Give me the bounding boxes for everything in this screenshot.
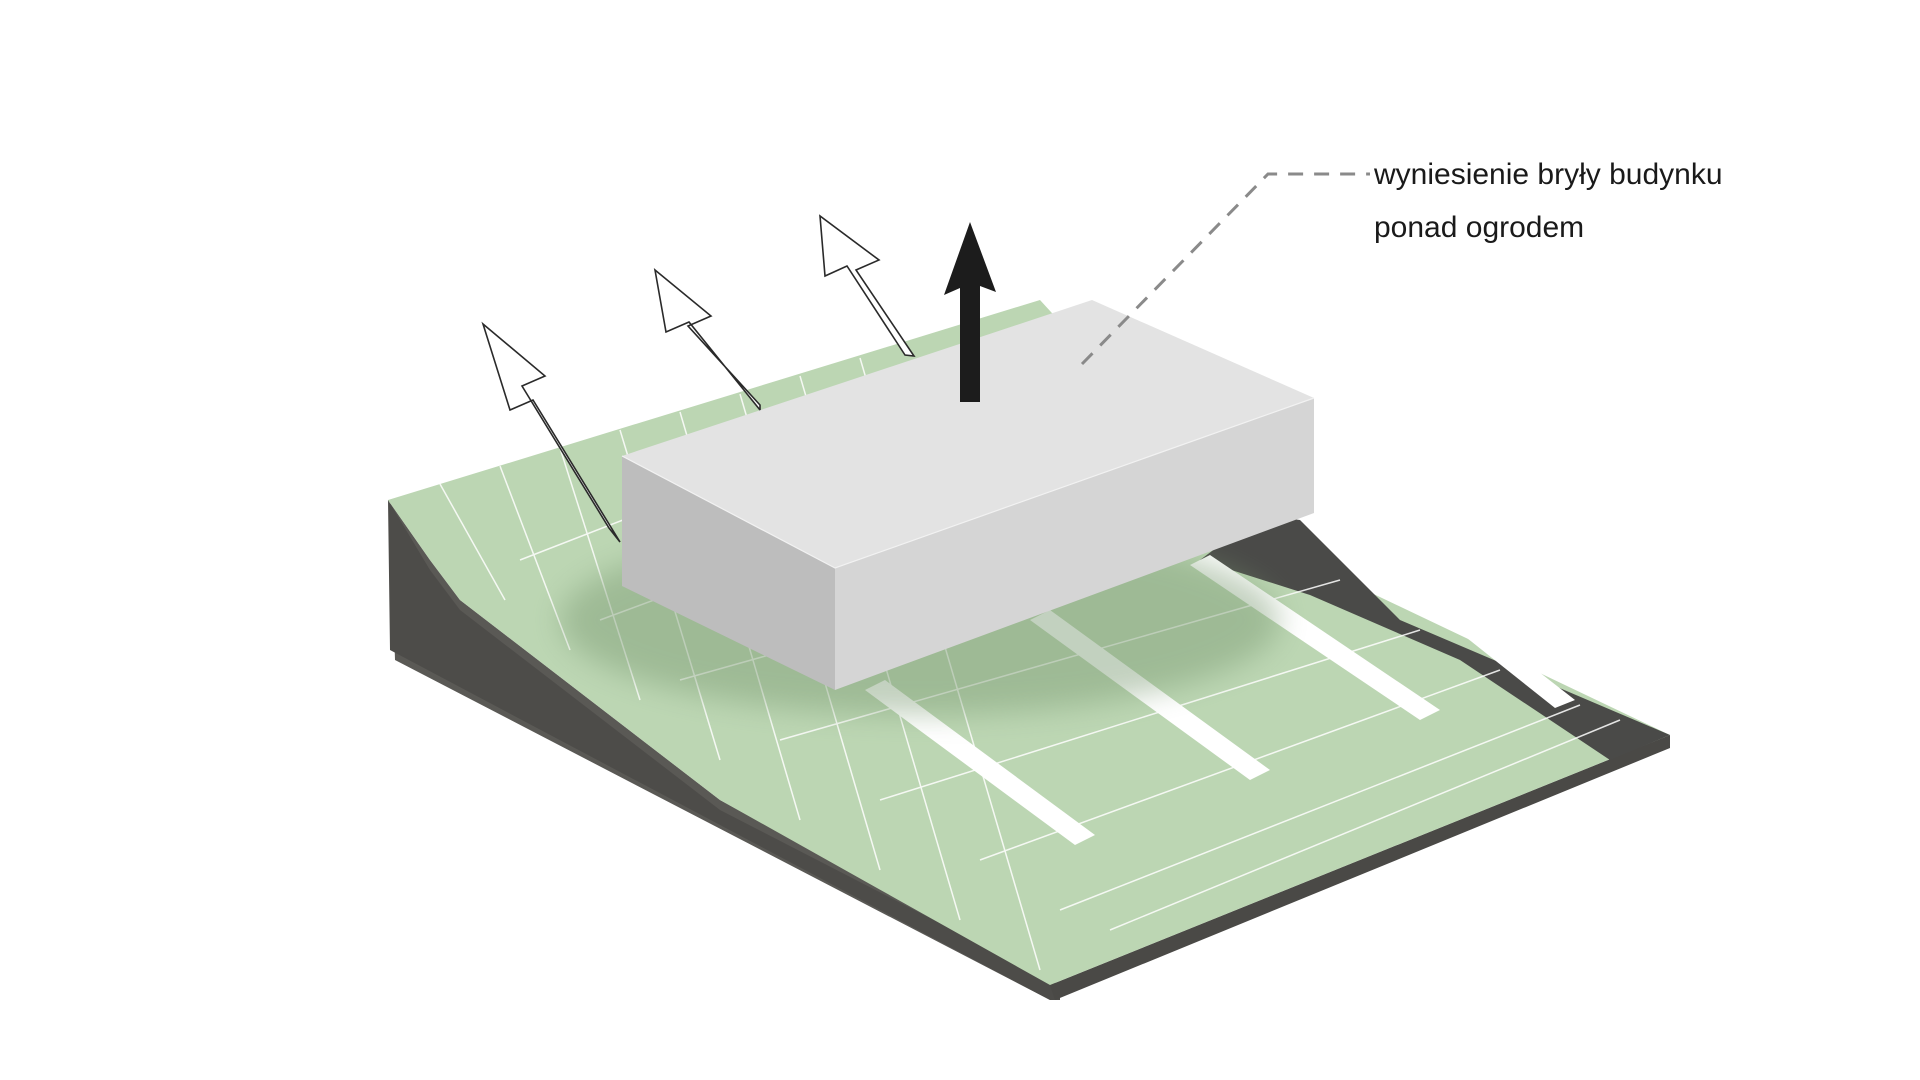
- building-block: [621, 300, 1315, 690]
- annotation-line-1: wyniesienie bryły budynku: [1373, 158, 1723, 191]
- flow-arrow-3: [819, 214, 916, 357]
- garden-path-1: [865, 680, 1095, 845]
- annotation-line-2: ponad ogrodem: [1374, 211, 1584, 244]
- outlined-arrow-icon: [653, 268, 761, 413]
- outlined-arrow-icon: [819, 214, 916, 357]
- annotation-leader-line: [1080, 172, 1370, 366]
- building-top: [622, 300, 1314, 568]
- building-edge: [621, 397, 1315, 569]
- building-front: [835, 398, 1314, 690]
- terrain-front-edge: [1050, 735, 1670, 1000]
- arrow-up-icon: [944, 222, 996, 402]
- flow-arrow-1: [481, 321, 621, 543]
- building-side: [622, 456, 835, 690]
- garden-path-4: [1350, 540, 1575, 708]
- outlined-arrow-icon: [481, 321, 621, 543]
- flow-arrow-2: [653, 268, 761, 413]
